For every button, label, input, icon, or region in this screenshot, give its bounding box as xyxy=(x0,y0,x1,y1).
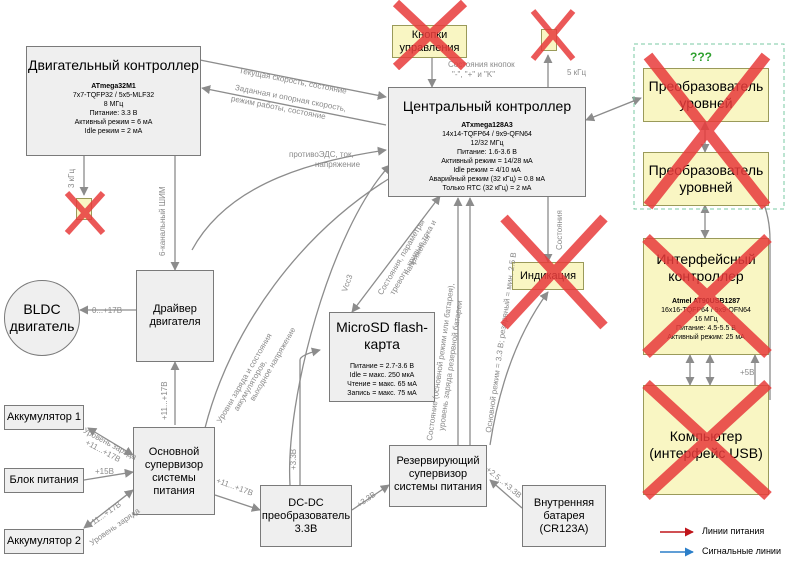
buttons-label: Кнопки управления xyxy=(399,29,460,54)
link-speed-state xyxy=(199,59,387,100)
label-dcdc-33: +3.3В xyxy=(289,448,298,470)
level-group-frame xyxy=(633,43,785,210)
link-dcdc-sd xyxy=(299,347,321,485)
link-psu xyxy=(83,468,134,481)
central-controller-freq: 12/32 МГц xyxy=(470,140,504,147)
interface-controller-title: Интерфейсный контроллер xyxy=(656,251,756,284)
motor-controller-title: Двигательный контроллер xyxy=(28,57,199,73)
microsd-title: MicroSD flash-карта xyxy=(336,319,428,352)
interface-controller-power: Питание: 4.5-5.5 В xyxy=(676,325,736,332)
level-converter-2: Преобразователь уровней xyxy=(643,152,769,206)
legend-signal-label: Сигнальные линии xyxy=(702,546,781,556)
label-3khz: 3 кГц xyxy=(67,168,76,188)
motor-controller-power: Питание: 3.3 В xyxy=(89,110,138,117)
bldc-motor: BLDC двигатель xyxy=(4,280,80,356)
speaker-box xyxy=(541,29,557,51)
small-indicator-box xyxy=(76,198,92,220)
motor-controller-box: Двигательный контроллер ATmega32M1 7x7-T… xyxy=(26,46,201,156)
battery-label: Внутренняя батарея (CR123A) xyxy=(533,497,595,535)
main-supervisor-box: Основной супервизор системы питания xyxy=(133,427,215,515)
label-back-emf: противоЭДС, ток, xyxy=(289,150,354,159)
link-back-emf xyxy=(191,146,387,251)
accumulator-1-label: Аккумулятор 1 xyxy=(6,411,82,423)
label-driver-voltage: +11...+17В xyxy=(160,381,169,420)
motor-controller-pkg: 7x7-TQFP32 / 5x5-MLF32 xyxy=(72,92,155,99)
interface-controller-active: Активный режим: 25 мА xyxy=(667,334,745,341)
accumulator-2-label: Аккумулятор 2 xyxy=(6,535,82,547)
label-keys: "-", "+" и "K" xyxy=(452,70,496,79)
level-converter-2-label: Преобразователь уровней xyxy=(648,162,764,195)
link-sd-central xyxy=(351,195,441,313)
indication-label: Индикация xyxy=(519,270,577,282)
accumulator-1-box: Аккумулятор 1 xyxy=(4,405,84,430)
link-level xyxy=(585,96,642,122)
label-buttons-state: Состояния кнопок xyxy=(448,60,515,69)
interface-controller-freq: 16 МГц xyxy=(694,316,718,323)
motor-controller-freq: 8 МГц xyxy=(103,101,124,108)
label-voltage: напряжение xyxy=(315,160,361,169)
microsd-write: Запись = макс. 75 мА xyxy=(347,390,417,397)
central-controller-box: Центральный контроллер ATxmega128A3 14x1… xyxy=(388,87,586,197)
motor-controller-chip: ATmega32M1 xyxy=(91,83,136,90)
legend-power-label: Линии питания xyxy=(702,526,765,536)
link-sup-dcdc xyxy=(214,494,261,512)
indication-box: Индикация xyxy=(512,262,584,290)
interface-controller-chip: Atmel AT90USB1287 xyxy=(671,298,741,305)
reserve-supervisor-label: Резервирующий супервизор системы питания xyxy=(393,455,482,493)
interface-controller-pkg: 16x16-TQFP64 / 9x9-QFN64 xyxy=(661,307,751,314)
unknown-marker: ??? xyxy=(690,50,712,64)
buttons-box: Кнопки управления xyxy=(392,25,467,58)
driver-box: Драйвер двигателя xyxy=(136,270,214,362)
label-psu-voltage: +15В xyxy=(95,467,114,476)
link-acc1 xyxy=(87,427,134,456)
central-controller-power: Питание: 1.6-3.6 В xyxy=(457,149,517,156)
dcdc-label: DC-DC преобразователь 3.3В xyxy=(261,497,351,535)
computer-box: Компьютер (интерфейс USB) xyxy=(643,385,769,495)
motor-controller-idle: Idle режим = 2 мА xyxy=(84,128,143,135)
link-bat-res xyxy=(489,479,523,509)
bldc-label: BLDC двигатель xyxy=(9,301,75,334)
central-controller-title: Центральный контроллер xyxy=(402,98,572,114)
level-converter-1: Преобразователь уровней xyxy=(643,68,769,122)
reserve-supervisor-box: Резервирующий супервизор системы питания xyxy=(389,445,487,507)
accumulator-2-box: Аккумулятор 2 xyxy=(4,529,84,554)
microsd-read: Чтение = макс. 65 мА xyxy=(347,381,417,388)
microsd-idle: Idle = макс. 250 мкА xyxy=(349,372,415,379)
central-controller-chip: ATxmega128A3 xyxy=(461,122,513,129)
link-acc2 xyxy=(83,489,134,529)
link-dcdc-res xyxy=(351,484,390,511)
battery-box: Внутренняя батарея (CR123A) xyxy=(522,485,606,547)
driver-label: Драйвер двигателя xyxy=(149,303,201,328)
central-controller-pkg: 14x14-TQFP64 / 9x9-QFN64 xyxy=(442,131,532,138)
level-converter-1-label: Преобразователь уровней xyxy=(648,78,764,111)
central-controller-active: Активный режим = 14/28 мА xyxy=(441,158,533,165)
microsd-box: MicroSD flash-карта Питание = 2.7-3.6 В … xyxy=(329,312,435,402)
microsd-power: Питание = 2.7-3.6 В xyxy=(349,363,414,370)
interface-controller-box: Интерфейсный контроллер Atmel AT90USB128… xyxy=(643,238,769,355)
power-supply-label: Блок питания xyxy=(9,474,79,486)
motor-controller-active: Активный режим = 6 мА xyxy=(74,119,153,126)
dcdc-box: DC-DC преобразователь 3.3В xyxy=(260,485,352,547)
label-pwm: 6-канальный ШИМ xyxy=(158,186,167,256)
label-5khz: 5 кГц xyxy=(567,68,587,77)
central-controller-rtc: Только RTC (32 кГц) = 2 мА xyxy=(442,185,532,192)
label-plus5: +5В xyxy=(740,368,755,377)
power-supply-box: Блок питания xyxy=(4,468,84,493)
central-controller-emergency: Аварийный режим (32 кГц) = 0.8 мА xyxy=(428,176,546,183)
label-bldc-voltage: 0...+17В xyxy=(92,306,123,315)
computer-label: Компьютер (интерфейс USB) xyxy=(649,428,763,461)
label-states: Состояния xyxy=(555,210,564,250)
main-supervisor-label: Основной супервизор системы питания xyxy=(144,446,204,497)
central-controller-idle: Idle режим = 4/10 мА xyxy=(453,167,521,174)
link-set-speed xyxy=(201,85,387,126)
